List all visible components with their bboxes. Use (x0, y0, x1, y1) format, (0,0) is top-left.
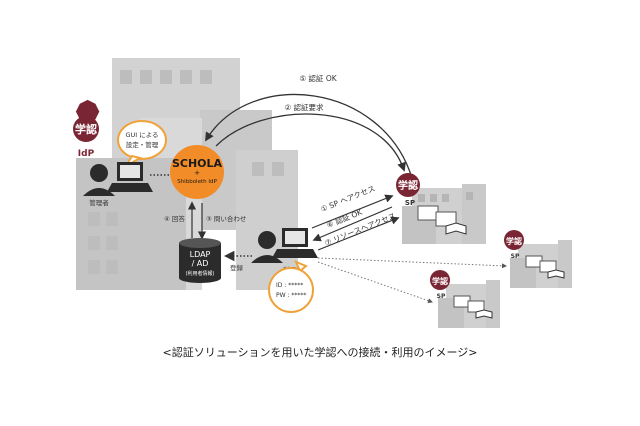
idp-seal-icon: 学認 (73, 99, 100, 142)
admin-bubble-line2: 設定・管理 (126, 140, 159, 149)
credentials-pw: PW : ***** (276, 292, 306, 299)
schola-plus: + (194, 169, 200, 177)
sp2-seal-icon: 学認 (504, 230, 524, 250)
sp2-seal-text: 学認 (506, 236, 522, 246)
label-register: 登録 (230, 263, 244, 272)
sp-main-label: SP (405, 199, 415, 207)
label-step4: ④ 回答 (164, 214, 185, 223)
label-step5: ⑤ 認証 OK (299, 73, 337, 83)
arrow-auth-request (215, 113, 406, 172)
user-laptop-icon (272, 228, 318, 258)
admin-label: 管理者 (89, 198, 109, 207)
schola-idp-node: SCHOLA + Shibboleth IdP (170, 145, 224, 199)
label-step3: ③ 問い合わせ (206, 214, 246, 223)
admin-person-icon (83, 164, 115, 196)
ldap-line2: / AD (192, 259, 209, 268)
ldap-line1: LDAP (190, 250, 211, 259)
ldap-database-icon: LDAP / AD (利用者情報) (179, 238, 221, 283)
sp-main-building (402, 184, 486, 244)
arrow-auth-ok-user (312, 206, 393, 242)
admin-laptop-icon (107, 162, 153, 192)
credentials-bubble: ID : ***** PW : ***** (268, 260, 314, 313)
ldap-line3: (利用者情報) (186, 270, 215, 277)
sp3-seal-icon: 学認 (430, 270, 450, 290)
admin-bubble: GUI による 設定・管理 (117, 120, 167, 169)
idp-seal-text: 学認 (75, 122, 97, 136)
schola-title: SCHOLA (172, 157, 223, 170)
sp3-seal-text: 学認 (432, 276, 448, 286)
link-sp3 (317, 261, 433, 304)
link-sp2 (317, 257, 507, 269)
arrow-resource-access (317, 216, 400, 251)
sp-main-seal-text: 学認 (398, 179, 418, 192)
sp-main-seal-icon: 学認 (396, 173, 420, 197)
sp3-building (438, 280, 500, 328)
sp3-label: SP (437, 293, 446, 300)
arrow-sp-access (311, 194, 394, 229)
idp-label: IdP (78, 149, 95, 159)
credentials-id: ID : ***** (276, 282, 303, 289)
label-step1: ① SP へアクセス (319, 184, 376, 214)
admin-bubble-line1: GUI による (125, 131, 158, 139)
sp2-building (510, 240, 572, 288)
sp2-label: SP (511, 253, 520, 260)
arrow-auth-ok (205, 93, 413, 179)
schola-sub: Shibboleth IdP (177, 179, 217, 185)
label-step2: ② 認証要求 (284, 102, 324, 112)
figure-caption: <認証ソリューションを用いた学認への接続・利用のイメージ> (162, 346, 478, 359)
